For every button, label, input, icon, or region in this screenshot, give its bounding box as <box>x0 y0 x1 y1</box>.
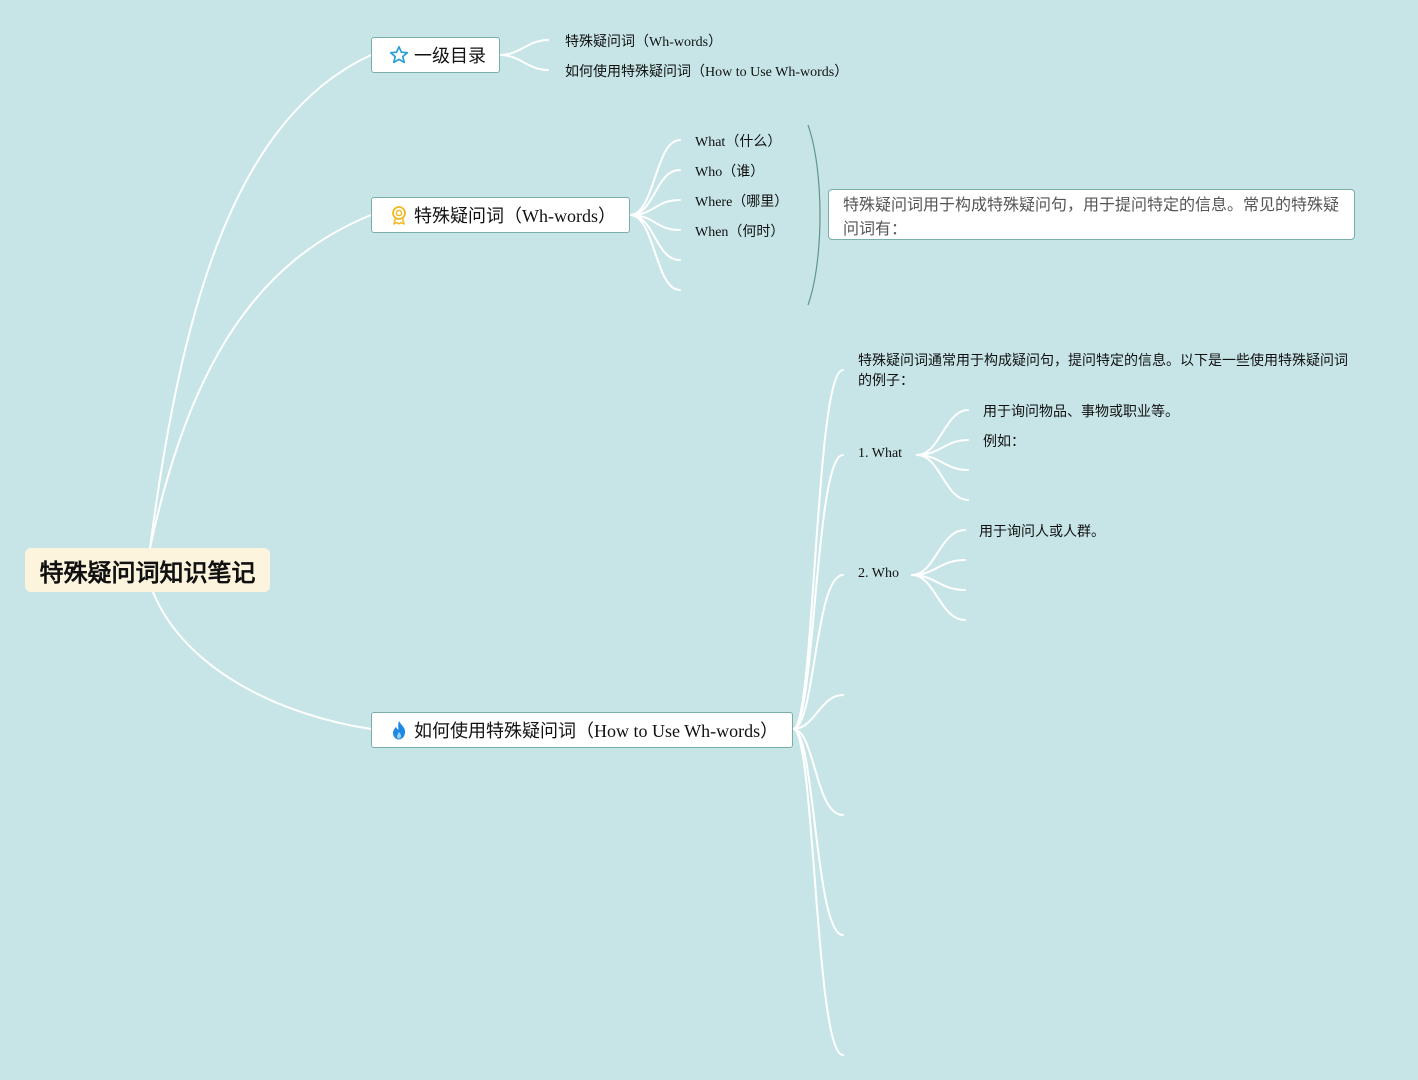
usage-what-item[interactable]: 例如： <box>983 434 1025 450</box>
usage-what-item[interactable]: 用于询问物品、事物或职业等。 <box>983 404 1179 420</box>
whword-what[interactable]: What（什么） <box>695 135 782 150</box>
branch-whwords[interactable]: 特殊疑问词（Wh-words） <box>371 197 630 233</box>
flame-icon <box>389 720 409 740</box>
summary-bracket <box>807 124 821 306</box>
branch-usage[interactable]: 如何使用特殊疑问词（How to Use Wh-words） <box>371 712 793 748</box>
usage-who-item[interactable]: 用于询问人或人群。 <box>979 524 1105 540</box>
branch-usage-label: 如何使用特殊疑问词（How to Use Wh-words） <box>414 721 779 741</box>
usage-who[interactable]: 2. Who <box>858 566 899 581</box>
usage-what[interactable]: 1. What <box>858 446 903 461</box>
whwords-summary[interactable]: 特殊疑问词用于构成特殊疑问句，用于提问特定的信息。常见的特殊疑问词有： <box>828 189 1355 240</box>
toc-item-whwords[interactable]: 特殊疑问词（Wh-words） <box>565 35 723 50</box>
branch-toc[interactable]: 一级目录 <box>371 37 500 73</box>
toc-item-usage[interactable]: 如何使用特殊疑问词（How to Use Wh-words） <box>565 65 849 80</box>
whword-where[interactable]: Where（哪里） <box>695 195 789 210</box>
award-icon <box>389 205 409 225</box>
branch-whwords-label: 特殊疑问词（Wh-words） <box>414 206 616 226</box>
root-topic[interactable]: 特殊疑问词知识笔记 <box>25 548 270 592</box>
whword-when[interactable]: When（何时） <box>695 225 785 240</box>
branch-toc-label: 一级目录 <box>414 46 486 67</box>
star-icon <box>389 45 409 65</box>
whwords-summary-text: 特殊疑问词用于构成特殊疑问句，用于提问特定的信息。常见的特殊疑问词有： <box>843 195 1340 238</box>
usage-intro[interactable]: 特殊疑问词通常用于构成疑问句，提问特定的信息。以下是一些使用特殊疑问词的例子： <box>858 353 1348 389</box>
whword-who[interactable]: Who（谁） <box>695 165 765 180</box>
root-title: 特殊疑问词知识笔记 <box>39 558 256 587</box>
